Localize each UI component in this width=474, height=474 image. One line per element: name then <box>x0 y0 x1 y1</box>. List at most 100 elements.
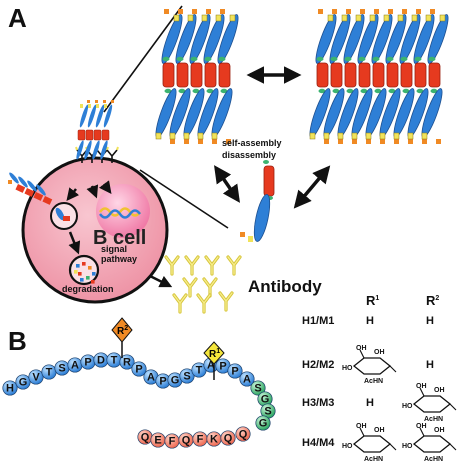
svg-text:AcHN: AcHN <box>364 456 383 463</box>
svg-text:S: S <box>58 363 65 375</box>
svg-text:F: F <box>169 436 176 448</box>
col-header-r1: R1 <box>366 293 379 308</box>
svg-text:HO: HO <box>402 403 413 410</box>
r2-value: H <box>426 359 434 371</box>
svg-text:S: S <box>183 371 190 383</box>
fiber-core-segment <box>372 62 385 88</box>
fiber-arm-top <box>175 9 197 64</box>
peptide-monomer <box>240 160 275 242</box>
svg-text:OH: OH <box>356 345 367 352</box>
r1-value: H <box>366 397 374 409</box>
fiber-arm-top <box>385 9 407 64</box>
signal-label: signal <box>101 244 127 254</box>
residue-bead: T <box>41 364 57 380</box>
svg-text:G: G <box>261 394 270 406</box>
residue-bead: T <box>106 352 122 368</box>
svg-text:HO: HO <box>342 365 353 372</box>
self-assembly-label: self-assembly <box>222 138 282 148</box>
fiber-core-segment <box>316 62 329 88</box>
disassembly-label: disassembly <box>222 150 276 160</box>
antibody-icon <box>196 293 212 314</box>
fiber-arm-bottom <box>211 88 233 144</box>
fiber-arm-top <box>189 9 211 64</box>
fiber-arm-bottom <box>309 88 331 144</box>
svg-text:T: T <box>46 367 53 379</box>
svg-text:OH: OH <box>374 427 385 434</box>
fiber-arm-top <box>329 9 351 64</box>
assembly-arrow-right <box>293 165 331 209</box>
zoom-line-top <box>103 5 183 113</box>
residue-bead: F <box>164 433 180 449</box>
svg-text:Q: Q <box>182 435 191 447</box>
fiber-arm-bottom <box>337 88 359 144</box>
svg-text:OH: OH <box>356 423 367 430</box>
fiber-arm-top <box>413 9 435 64</box>
nanofiber-short <box>155 9 239 144</box>
fiber-arm-bottom <box>183 88 205 144</box>
degradation-label: degradation <box>62 284 114 294</box>
svg-text:HO: HO <box>342 443 353 450</box>
fiber-core-segment <box>358 62 371 88</box>
fiber-core-segment <box>428 62 441 88</box>
panel-label-a: A <box>8 3 27 33</box>
residue-bead: S <box>250 380 266 396</box>
fiber-arm-top <box>357 9 379 64</box>
residue-bead: D <box>93 352 109 368</box>
fiber-arm-top <box>217 9 239 64</box>
b-cell-label: B cell <box>93 227 146 249</box>
fiber-core-segment <box>414 62 427 88</box>
antibody-icon <box>204 255 220 276</box>
fiber-arm-top <box>161 9 183 64</box>
svg-text:A: A <box>147 372 155 384</box>
residue-bead: A <box>239 371 255 387</box>
residue-bead: K <box>206 431 222 447</box>
r2-marker: R2 <box>111 317 133 358</box>
residue-bead: E <box>150 432 166 448</box>
antibody-icon <box>202 277 218 298</box>
fiber-arm-top <box>371 9 393 64</box>
antibody-icon <box>172 293 188 314</box>
antibody-icon <box>218 291 234 312</box>
svg-text:Q: Q <box>141 432 150 444</box>
svg-text:R1: R1 <box>209 348 220 360</box>
antibody-icon <box>226 255 242 276</box>
fiber-core-segment <box>330 62 343 88</box>
svg-text:G: G <box>19 377 28 389</box>
svg-text:OH: OH <box>416 423 427 430</box>
residue-bead: T <box>191 362 207 378</box>
svg-text:P: P <box>219 361 226 373</box>
residue-bead: Q <box>178 432 194 448</box>
svg-text:OH: OH <box>416 383 427 390</box>
fiber-arm-bottom <box>323 88 345 144</box>
fiber-core-segment <box>400 62 413 88</box>
fiber-arm-top <box>427 9 449 64</box>
svg-text:P: P <box>231 366 238 378</box>
svg-text:K: K <box>210 434 218 446</box>
col-header-r2: R2 <box>426 293 439 308</box>
peptide-fragments <box>74 262 96 284</box>
table-row-label: H2/M2 <box>302 359 334 371</box>
svg-text:Q: Q <box>224 433 233 445</box>
svg-text:G: G <box>171 375 180 387</box>
antibodies <box>164 255 242 314</box>
antibody-icon <box>182 277 198 298</box>
r1-value: H <box>366 315 374 327</box>
svg-text:A: A <box>71 360 79 372</box>
svg-text:S: S <box>254 383 261 395</box>
svg-text:OH: OH <box>434 387 445 394</box>
table-row-label: H4/M4 <box>302 437 335 449</box>
secretion-arrow <box>149 274 173 288</box>
antibody-icon <box>164 255 180 276</box>
panel-label-b: B <box>8 326 27 356</box>
fiber-arm-top <box>343 9 365 64</box>
svg-text:S: S <box>264 406 271 418</box>
svg-text:P: P <box>84 357 91 369</box>
residue-bead: G <box>255 415 271 431</box>
svg-text:P: P <box>135 364 142 376</box>
antibody-label: Antibody <box>248 277 322 296</box>
signal-arrow-1 <box>86 184 99 199</box>
